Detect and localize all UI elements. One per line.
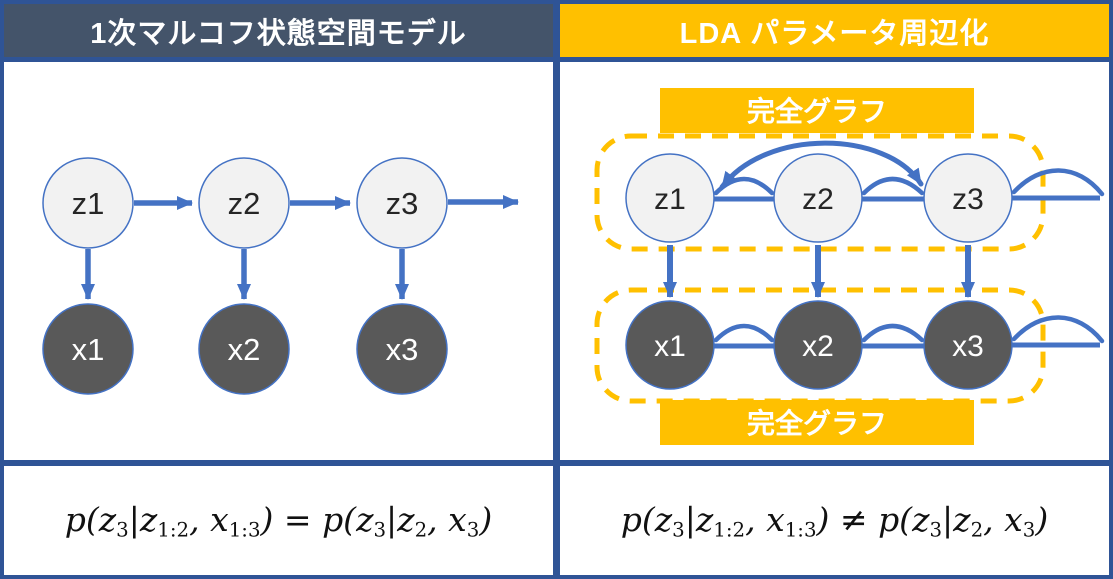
right-formula-cell: p(z3|z1:2, x1:3) ≠ p(z3|z2, x3) [560, 466, 1109, 575]
right-panel-title: LDA パラメータ周辺化 [679, 17, 990, 50]
complete-graph-label-bottom: 完全グラフ [747, 407, 887, 439]
node-z2-label: z2 [228, 186, 261, 221]
complete-graph-label-box-top [660, 88, 974, 133]
node-z2-label: z2 [802, 183, 834, 216]
arc-z2-z3 [861, 176, 925, 196]
node-x3 [356, 303, 448, 395]
lda-marginalized-diagram: 完全グラフ 完全グラフ z1 z2 z3 x1 x2 [594, 88, 1105, 445]
left-formula-cell: p(z3|z1:2, x1:3) = p(z3|z2, x3) [4, 466, 553, 575]
node-z1 [42, 157, 134, 249]
node-z2 [198, 157, 290, 249]
node-z3-label: z3 [952, 183, 984, 216]
node-x3 [923, 300, 1013, 390]
node-x2 [198, 303, 290, 395]
node-x1 [625, 300, 715, 390]
node-z3-label: z3 [386, 186, 419, 221]
node-z1 [625, 153, 715, 243]
node-z2 [773, 153, 863, 243]
node-x2 [773, 300, 863, 390]
arc-x1-x2 [713, 323, 775, 343]
complete-graph-label-top: 完全グラフ [747, 95, 887, 127]
node-z1-label: z1 [654, 183, 686, 216]
node-z3 [356, 157, 448, 249]
markov-model-diagram: z1 z2 z3 x1 x2 x3 [42, 157, 519, 395]
lda-conditional-formula: p(z3|z1:2, x1:3) ≠ p(z3|z2, x3) [620, 499, 1049, 542]
node-x3-label: x3 [386, 332, 419, 367]
complete-graph-label-box-bottom [660, 400, 974, 445]
node-x1-label: x1 [72, 332, 105, 367]
node-x3-label: x3 [952, 330, 984, 363]
left-panel-title: 1次マルコフ状態空間モデル [90, 17, 467, 50]
arc-x3-next [1011, 315, 1105, 344]
right-panel-header: LDA パラメータ周辺化 [560, 4, 1109, 57]
node-x1-label: x1 [654, 330, 686, 363]
complete-graph-box-z [594, 133, 1046, 252]
node-z3 [923, 153, 1013, 243]
node-x1 [42, 303, 134, 395]
left-panel-header: 1次マルコフ状態空間モデル [4, 4, 553, 57]
node-x2-label: x2 [228, 332, 261, 367]
arc-z3-next [1011, 168, 1105, 197]
node-z1-label: z1 [72, 186, 105, 221]
vertical-divider [553, 4, 560, 575]
arc-z1-z3 [719, 140, 924, 190]
node-x2-label: x2 [802, 330, 834, 363]
arc-x2-x3 [861, 323, 925, 343]
markov-conditional-formula: p(z3|z1:2, x1:3) = p(z3|z2, x3) [64, 499, 493, 542]
